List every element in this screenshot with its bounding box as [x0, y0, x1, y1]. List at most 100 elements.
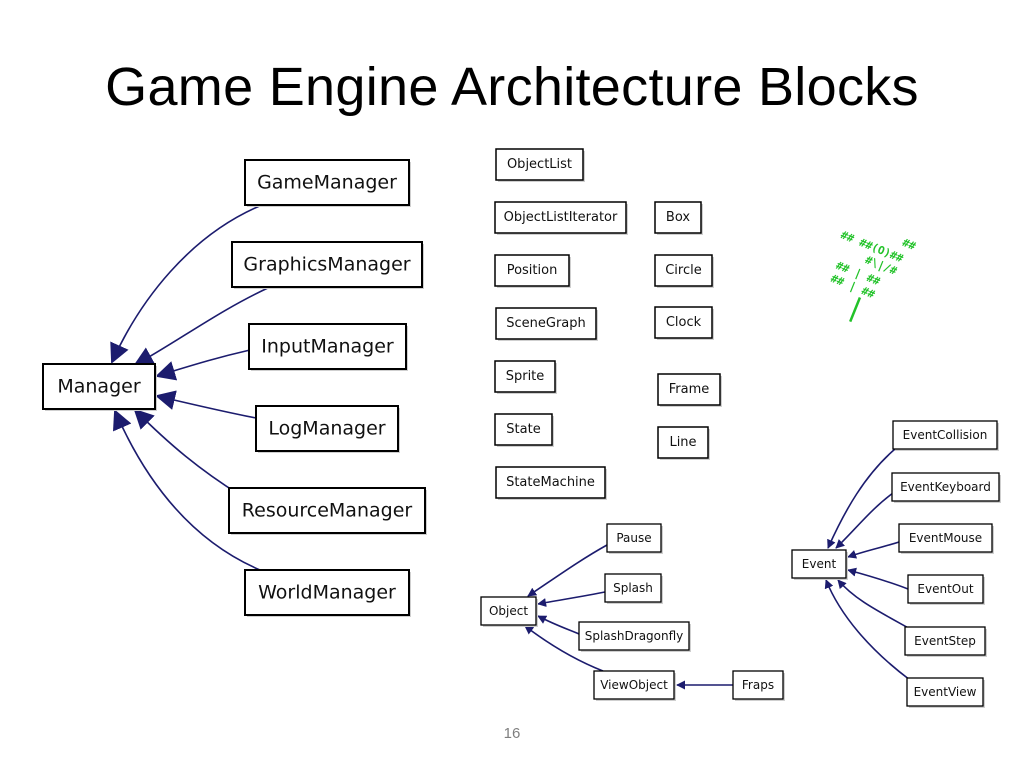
inheritance-arrow — [133, 286, 271, 366]
node-box — [495, 466, 606, 499]
inheritance-arrow — [110, 204, 263, 364]
node-label: ObjectList — [507, 157, 572, 172]
class-node-sprite: Sprite — [494, 360, 557, 394]
class-node-input-manager: InputManager — [248, 323, 408, 371]
node-box — [255, 405, 399, 452]
class-node-event-mouse: EventMouse — [898, 523, 994, 554]
node-label: ObjectListIterator — [504, 210, 618, 225]
class-node-state-machine: StateMachine — [495, 466, 607, 500]
node-label: LogManager — [268, 418, 385, 440]
class-node-event-keyboard: EventKeyboard — [891, 472, 1001, 503]
class-node-resource-manager: ResourceManager — [228, 487, 427, 535]
node-box — [480, 596, 537, 626]
page-number: 16 — [503, 725, 521, 742]
node-label: ResourceManager — [242, 500, 413, 522]
node-label: Position — [507, 263, 558, 278]
class-node-graphics-manager: GraphicsManager — [231, 241, 424, 289]
inheritance-arrow — [824, 579, 911, 681]
dragonfly-logo: ## ## ##(O)## #\|/# ## | ## ## | ## — [829, 228, 918, 323]
node-label: InputManager — [261, 336, 394, 358]
node-label: EventOut — [917, 582, 973, 596]
node-box — [732, 670, 784, 700]
node-label: GraphicsManager — [243, 254, 410, 276]
node-box — [495, 307, 597, 340]
node-label: Fraps — [742, 678, 774, 692]
node-box — [906, 677, 984, 707]
node-label: ViewObject — [600, 678, 668, 692]
node-box — [654, 306, 713, 339]
class-node-object: Object — [480, 596, 538, 627]
node-label: Manager — [57, 376, 140, 398]
inheritance-arrow — [837, 579, 913, 631]
logo-tail — [849, 297, 862, 323]
class-node-frame: Frame — [657, 373, 722, 407]
inheritance-arrow — [827, 448, 896, 549]
inheritance-arrow — [133, 408, 241, 496]
inheritance-arrow — [835, 492, 894, 549]
class-node-event-collision: EventCollision — [892, 420, 999, 451]
class-node-position: Position — [494, 254, 571, 288]
class-node-event-step: EventStep — [904, 626, 987, 657]
inheritance-arrow — [847, 567, 909, 590]
node-box — [248, 323, 407, 370]
node-label: Line — [669, 435, 696, 450]
node-label: EventStep — [914, 634, 976, 648]
class-node-scene-graph: SceneGraph — [495, 307, 598, 341]
class-node-log-manager: LogManager — [255, 405, 400, 453]
inheritance-arrow — [537, 591, 606, 607]
inheritance-arrow — [847, 541, 900, 559]
node-label: Object — [489, 604, 528, 618]
node-label: State — [506, 422, 540, 437]
class-node-event-view: EventView — [906, 677, 985, 708]
node-label: Frame — [669, 382, 710, 397]
node-box — [891, 472, 1000, 502]
node-label: Sprite — [506, 369, 545, 384]
node-label: SceneGraph — [506, 316, 586, 331]
node-label: GameManager — [257, 172, 397, 194]
node-label: StateMachine — [506, 475, 595, 490]
node-box — [791, 549, 847, 579]
node-box — [604, 573, 662, 603]
node-label: Clock — [666, 315, 702, 330]
node-box — [494, 360, 556, 393]
class-node-manager: Manager — [42, 363, 157, 411]
class-node-event: Event — [791, 549, 848, 580]
class-node-splash-dragonfly: SplashDragonfly — [578, 621, 691, 652]
class-node-object-list-iterator: ObjectListIterator — [494, 201, 628, 235]
node-label: EventKeyboard — [900, 480, 991, 494]
class-node-pause: Pause — [606, 523, 663, 554]
node-box — [495, 148, 584, 181]
slide-title: Game Engine Architecture Blocks — [105, 57, 919, 117]
nodes-layer: Manager GameManagerGraphicsManagerInputMa… — [42, 148, 1001, 708]
class-node-object-list: ObjectList — [495, 148, 585, 182]
node-label: EventView — [914, 685, 977, 699]
node-box — [657, 426, 709, 459]
node-box — [606, 523, 662, 553]
class-node-world-manager: WorldManager — [244, 569, 411, 617]
node-box — [907, 574, 984, 604]
node-box — [494, 201, 627, 234]
class-node-box: Box — [654, 201, 703, 235]
node-box — [244, 159, 410, 206]
class-node-clock: Clock — [654, 306, 714, 340]
class-node-splash: Splash — [604, 573, 663, 604]
inheritance-arrow — [155, 390, 257, 419]
node-box — [42, 363, 156, 410]
class-node-state: State — [494, 413, 554, 447]
class-node-view-object: ViewObject — [593, 670, 676, 701]
class-node-fraps: Fraps — [732, 670, 785, 701]
node-box — [244, 569, 410, 616]
class-node-circle: Circle — [654, 254, 714, 288]
class-node-line: Line — [657, 426, 710, 460]
node-box — [898, 523, 993, 553]
node-box — [578, 621, 690, 651]
node-label: EventCollision — [903, 428, 988, 442]
node-box — [593, 670, 675, 700]
logo-line: ## — [900, 236, 918, 253]
node-box — [228, 487, 426, 534]
node-label: Splash — [613, 581, 653, 595]
edges-layer — [110, 204, 913, 690]
node-label: Box — [666, 210, 690, 225]
node-box — [654, 201, 702, 234]
